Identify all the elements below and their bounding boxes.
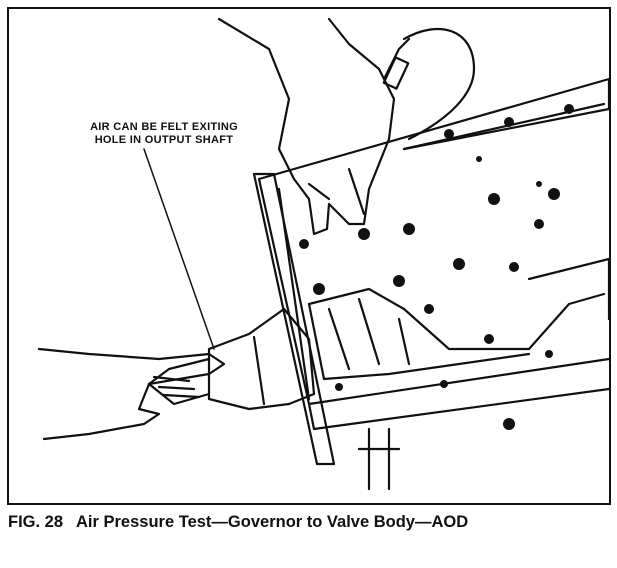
bracket [252,172,336,466]
valve-body-plate [257,77,609,431]
left-hand [37,347,226,441]
output-shaft [207,307,316,411]
callout-line-1: AIR CAN BE FELT EXITING [90,121,238,133]
callout-leader [143,148,215,350]
valve-body-casting [307,287,606,381]
top-hand [217,17,396,236]
figure-number: FIG. 28 [8,513,64,531]
plate-holes [299,104,574,430]
figure-title: Air Pressure Test—Governor to Valve Body… [76,513,469,531]
callout-line-2: HOLE IN OUTPUT SHAFT [94,134,234,146]
figure-frame: AIR CAN BE FELT EXITING HOLE IN OUTPUT S… [7,7,611,505]
air-pressure-test-illustration [37,17,609,491]
callout-label: AIR CAN BE FELT EXITING HOLE IN OUTPUT S… [49,121,279,147]
figure-caption: FIG. 28 Air Pressure Test—Governor to Val… [8,512,613,532]
